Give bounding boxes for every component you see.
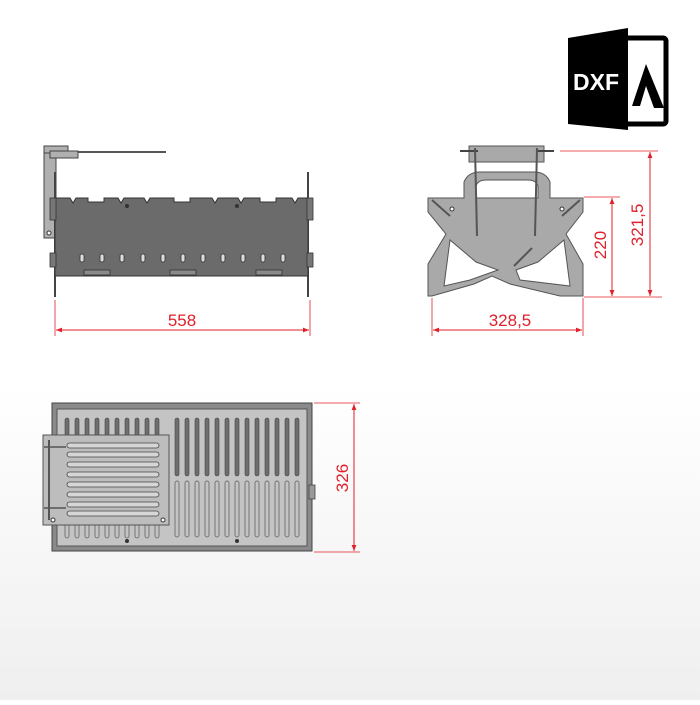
side-view: 328,5 220 321,5	[427, 145, 662, 336]
side-total-height-dimension: 321,5	[628, 204, 647, 247]
front-width-dimension: 558	[168, 311, 196, 330]
top-depth-dimension: 326	[333, 464, 352, 492]
side-width-dimension: 328,5	[489, 311, 532, 330]
front-view: 558	[43, 145, 314, 336]
dxf-file-icon: DXF	[568, 28, 669, 130]
top-view: 326	[42, 402, 360, 553]
dxf-label: DXF	[573, 69, 619, 95]
side-body-height-dimension: 220	[591, 231, 610, 259]
